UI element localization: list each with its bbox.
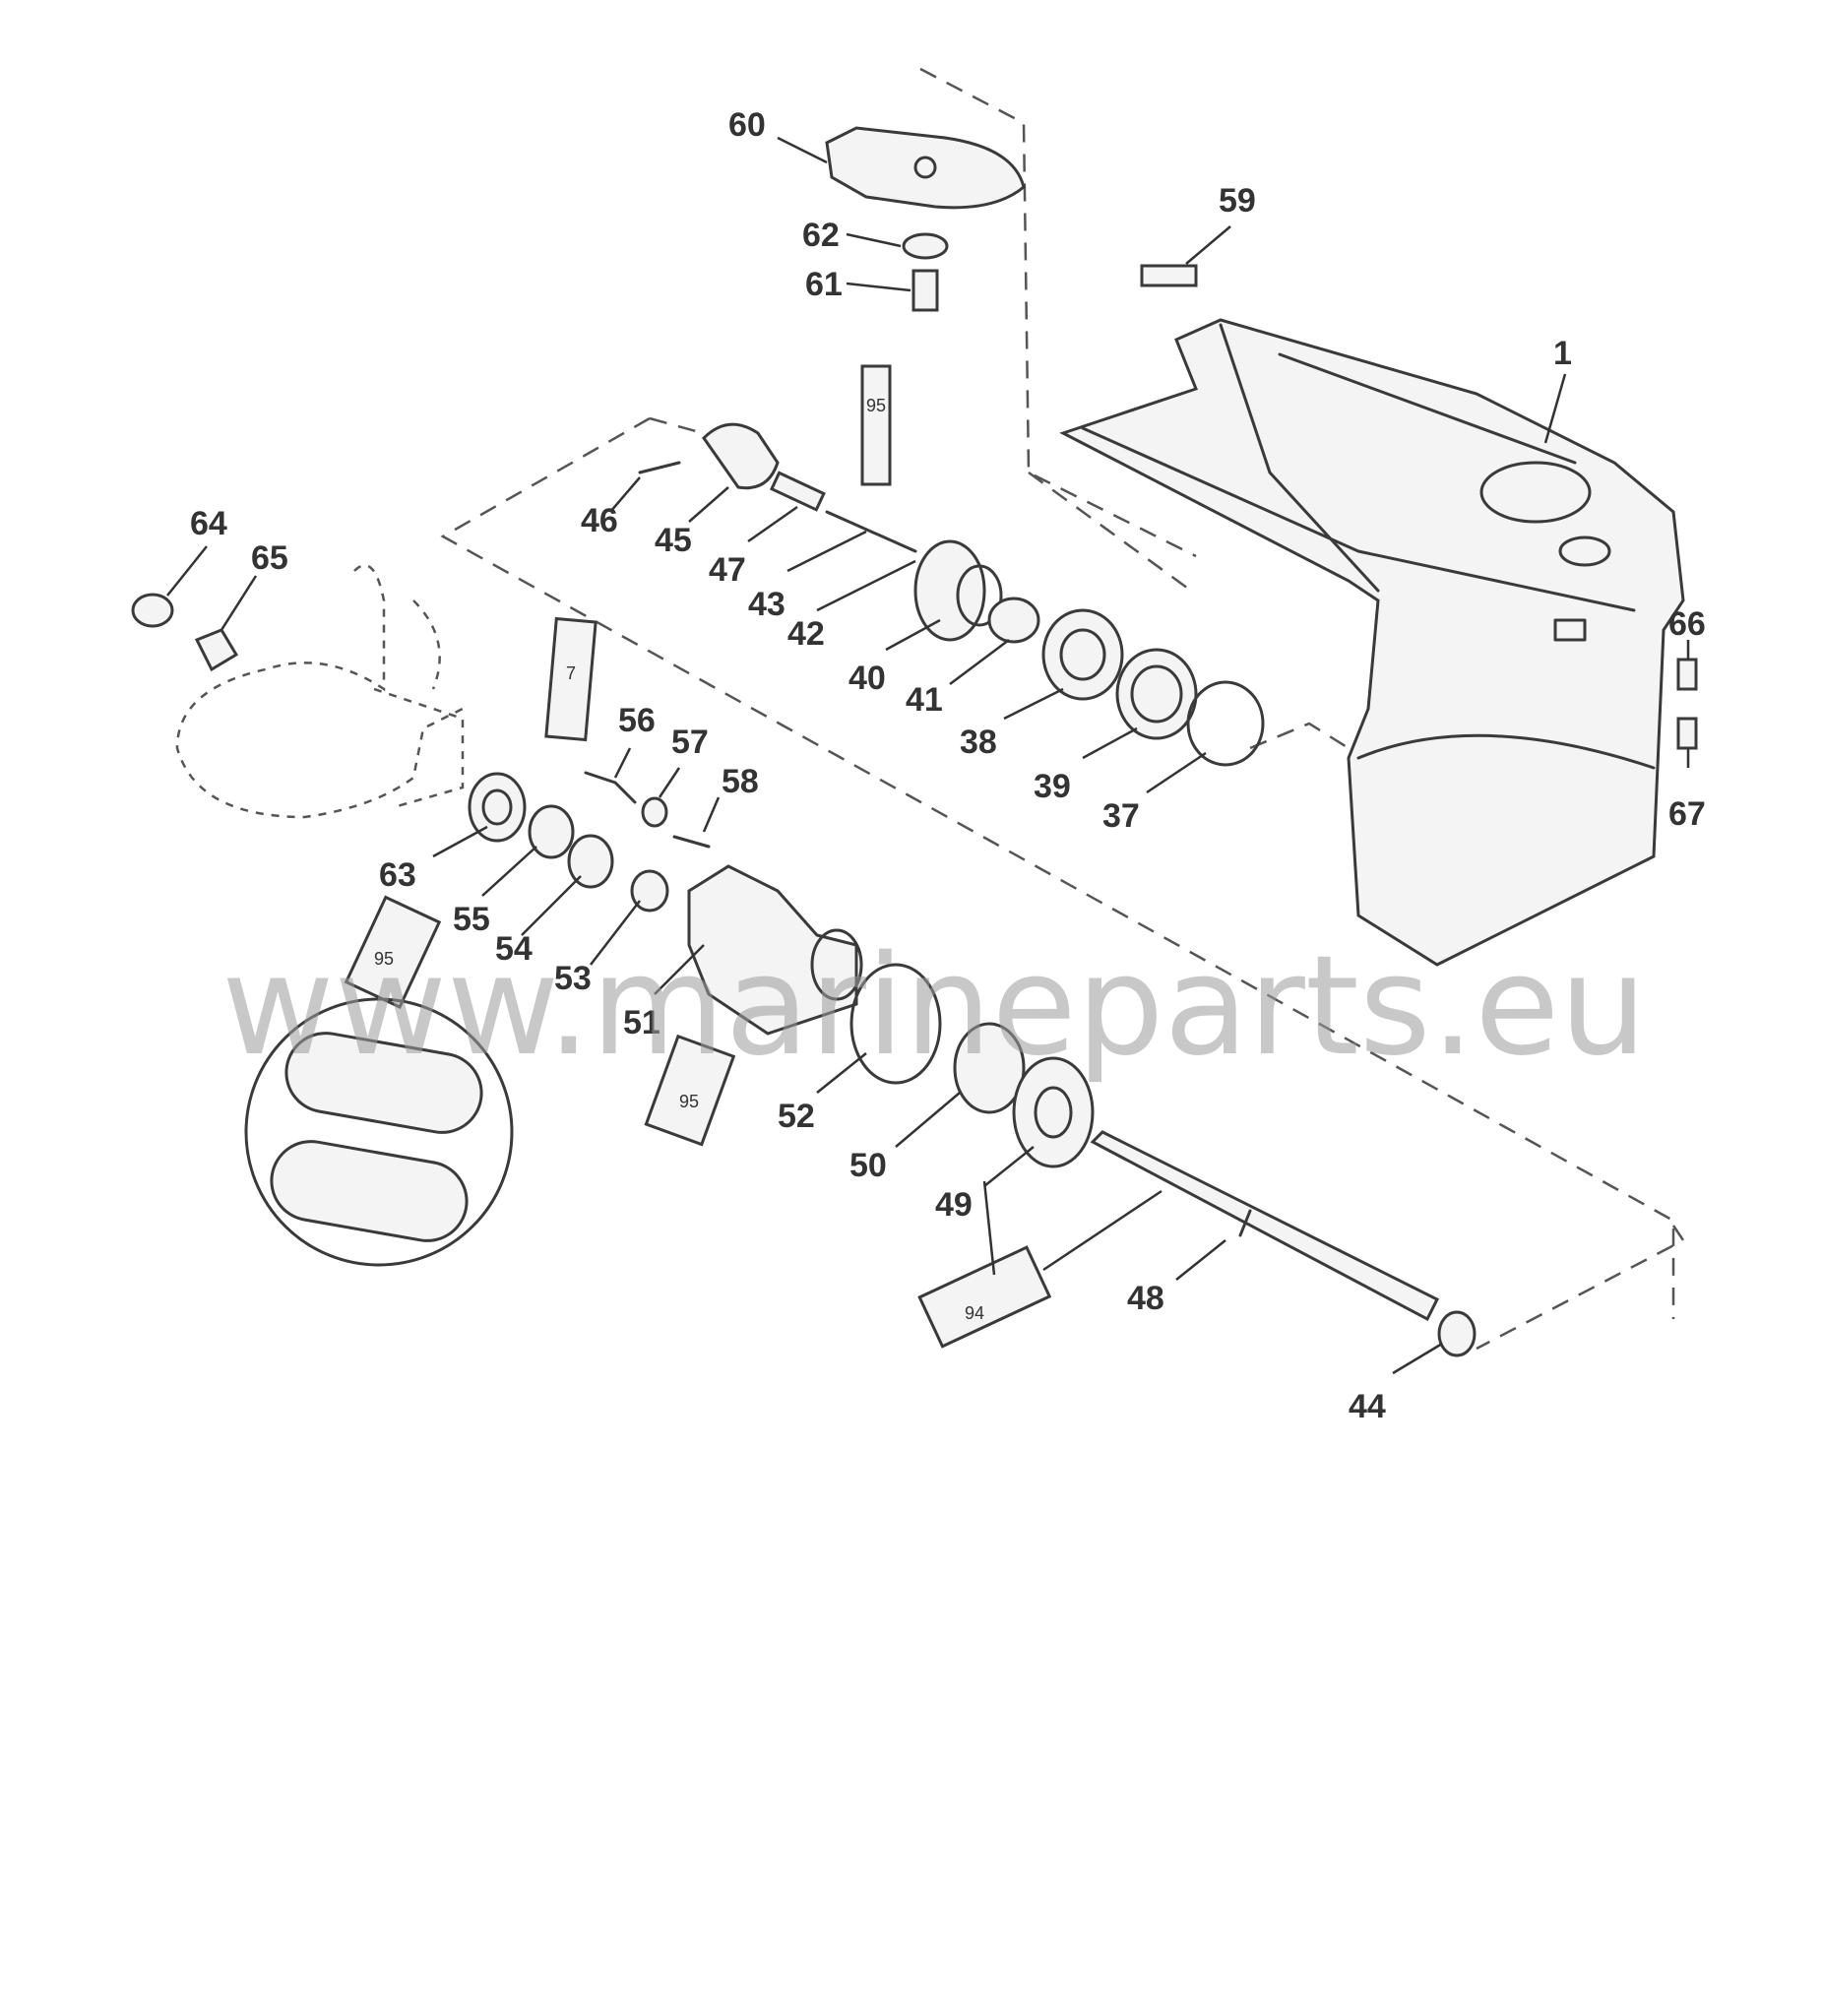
callout-45: 45 <box>655 522 692 559</box>
prop-nut-washer <box>131 593 239 672</box>
callout-57: 57 <box>671 724 709 761</box>
tube-label: 95 <box>866 396 886 415</box>
callout-53: 53 <box>554 960 592 997</box>
leader-lines <box>166 136 1690 1375</box>
callout-42: 42 <box>787 615 825 653</box>
callout-59: 59 <box>1219 182 1256 220</box>
small-parts-56-58 <box>584 771 711 849</box>
callout-37: 37 <box>1102 797 1140 835</box>
watermark: www.marineparts.eu <box>221 926 1647 1087</box>
callout-56: 56 <box>618 702 656 739</box>
callout-60: 60 <box>728 106 766 144</box>
callout-63: 63 <box>379 856 416 894</box>
callout-38: 38 <box>960 724 997 761</box>
anode-assembly <box>825 126 1026 312</box>
parts-66-67 <box>1676 658 1698 750</box>
gearcase-housing <box>1059 318 1685 967</box>
propeller-shaft: 94 <box>917 1130 1477 1357</box>
callout-66: 66 <box>1668 605 1706 643</box>
callout-54: 54 <box>495 930 533 968</box>
part-59 <box>1140 264 1198 287</box>
propeller-outline <box>175 564 465 819</box>
callout-65: 65 <box>251 539 288 577</box>
tube-label: 94 <box>965 1303 984 1323</box>
bearing-carrier-group: 7 95 95 <box>344 616 863 1147</box>
callout-46: 46 <box>581 502 618 539</box>
callout-48: 48 <box>1127 1280 1164 1317</box>
detail-inset-circle <box>244 997 514 1267</box>
callout-67: 67 <box>1668 795 1706 833</box>
callout-47: 47 <box>709 551 746 589</box>
reverse-gear-group <box>849 963 1095 1168</box>
callout-52: 52 <box>778 1098 815 1135</box>
callout-numbers: 60 62 61 59 1 46 45 47 43 42 40 41 38 39… <box>190 106 1706 1425</box>
forward-gear-group <box>913 539 1265 767</box>
callout-1: 1 <box>1553 335 1572 372</box>
callout-40: 40 <box>849 660 886 697</box>
callout-55: 55 <box>453 901 490 938</box>
callout-49: 49 <box>935 1186 973 1224</box>
callout-61: 61 <box>805 266 843 303</box>
callout-51: 51 <box>623 1004 660 1041</box>
callout-62: 62 <box>802 217 840 254</box>
callout-44: 44 <box>1349 1388 1386 1425</box>
callout-41: 41 <box>906 681 943 719</box>
shift-components: 95 <box>638 364 917 553</box>
callout-43: 43 <box>748 586 786 623</box>
callout-64: 64 <box>190 505 227 542</box>
tube-label: 7 <box>566 663 576 683</box>
tube-label: 95 <box>679 1092 699 1111</box>
callout-50: 50 <box>849 1147 887 1184</box>
callout-58: 58 <box>722 763 759 800</box>
callout-39: 39 <box>1034 768 1071 805</box>
tube-label: 95 <box>374 949 394 969</box>
